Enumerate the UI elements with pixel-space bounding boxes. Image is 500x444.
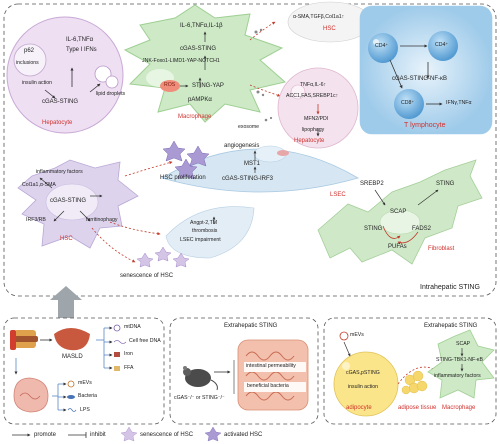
- legend-senescence: senescence of HSC: [140, 432, 194, 438]
- masld-title: MASLD: [62, 354, 83, 360]
- hsc-top-item: α-SMA,TGFβ,Col1a1↑: [293, 14, 345, 20]
- er-macrophage: Macrophage: [442, 405, 476, 411]
- extra-mid-box: [169, 317, 319, 425]
- er-mevs: mEVs: [350, 332, 364, 338]
- t-title: T lymphocyte: [404, 122, 446, 129]
- mac-sting-yap: STING-YAP: [192, 83, 224, 89]
- hep-title: Hepatocyte: [42, 120, 73, 126]
- extra-mid-bact: beneficial bacteria: [247, 383, 289, 389]
- hep-il6: IL-6,TNFα: [66, 37, 94, 43]
- ros-badge: [160, 80, 180, 92]
- hsc-irf3: IRF3/RB: [26, 217, 46, 223]
- t-cd4-left: CD4⁺: [375, 43, 389, 49]
- t-cd4-right: CD4⁺: [435, 42, 449, 48]
- hsc-senescence: senescence of HSC: [120, 273, 174, 279]
- hep2-acc: ACC1,FAS,SREBP1c↑: [286, 93, 339, 99]
- t-lymphocyte-panel: [359, 5, 493, 135]
- hsc-top-title: HSC: [323, 26, 336, 32]
- lsec-angio: angiogenesis: [224, 143, 260, 149]
- extra-mid-perm: intestinal permeability: [246, 363, 296, 369]
- intrahepatic-label: Intrahepatic STING: [420, 284, 480, 291]
- right-macrophage-cell: [427, 329, 495, 399]
- lsec-impair: LSEC impairment: [180, 237, 221, 243]
- masld-mevs: mEVs: [78, 380, 92, 386]
- t-pathway: cGAS-STING-NF-κB: [392, 76, 447, 82]
- hep-lipid: lipid droplets: [96, 91, 126, 97]
- upward-arrow: [50, 286, 82, 318]
- lsec-title: LSEC: [330, 192, 346, 198]
- fib-srebp2: SREBP2: [360, 181, 384, 187]
- lsec-thromb: thrombosis: [192, 228, 218, 234]
- legend-activated: activated HSC: [224, 432, 263, 438]
- hsc-proliferation: HSC proliferation: [160, 175, 206, 181]
- fib-sting-left: STING: [364, 226, 383, 232]
- fib-scap: SCAP: [390, 209, 407, 215]
- hep-p62: p62: [24, 48, 35, 54]
- er-cgas: cGAS,pSTING: [346, 370, 380, 376]
- hep2-lipophagy: lipophagy: [302, 127, 325, 133]
- legend-inhibit: inhibit: [90, 432, 106, 438]
- extra-mid-title: Extrahepatic STING: [224, 323, 278, 329]
- mac-pampk: pAMPKα: [188, 97, 212, 103]
- hsc-inflam: inflammatory factors: [36, 169, 83, 175]
- mac-jnk: JNK-Foxo1-LIMD1-YAP-NOTCH1: [142, 58, 220, 64]
- masld-mtdna: mtDNA: [124, 324, 141, 330]
- mac-exosome: exosome: [238, 124, 260, 130]
- t-cd8: CD8⁺: [401, 100, 415, 106]
- masld-bacteria: Bacteria: [78, 393, 98, 399]
- legend-promote: promote: [34, 432, 57, 438]
- er-scap: SCAP: [456, 341, 471, 347]
- adipose-tissue-icon: [401, 370, 428, 395]
- hep-ifn: Type I IFNs: [66, 47, 97, 53]
- hsc-col1a1: Col1a1,α-SMA: [22, 182, 56, 188]
- lsec-cgas: cGAS-STING-IRF3: [222, 176, 274, 182]
- masld-cfdna: Cell free DNA: [129, 338, 161, 344]
- fib-sting-right: STING: [436, 181, 455, 187]
- hep2-title: Hepatocyte: [294, 138, 325, 144]
- er-adipose: adipose tissue: [398, 405, 437, 411]
- lsec-mst1: MST1: [244, 161, 261, 167]
- fib-fads2: FADS2: [412, 226, 432, 232]
- intrahepatic-box: [3, 3, 497, 297]
- extra-right-title: Extrahepatic STING: [424, 323, 478, 329]
- hep2-mfn2: MFN2/PDI: [304, 116, 329, 122]
- er-adipocyte: adipocyte: [346, 405, 372, 411]
- fib-title: Fibroblast: [428, 246, 455, 252]
- legend-senescence-icon: [120, 426, 138, 442]
- hsc-proliferation-icons: [162, 140, 210, 180]
- masld-lps: LPS: [80, 407, 90, 413]
- hsc-top-cell: [287, 1, 373, 43]
- hep-inclusions: inclusions: [16, 60, 39, 66]
- er-inflam: inflammatory factors: [434, 373, 481, 379]
- masld-box: [3, 317, 165, 425]
- mac-ros: ROS: [164, 82, 176, 88]
- hep-insulin: insulin action: [22, 80, 52, 86]
- mac-il6: IL-6,TNFα,IL-1β: [180, 23, 223, 29]
- fib-pufas: PUFAs: [388, 244, 407, 250]
- t-ifn: IFNγ,TNFα: [446, 100, 472, 106]
- mac-title: Macrophage: [178, 114, 212, 120]
- legend-activated-icon: [204, 426, 222, 442]
- masld-iron: Iron: [124, 351, 133, 357]
- hep-cgas: cGAS-STING: [42, 99, 79, 105]
- hsc-ferritino: ferritinophagy: [86, 217, 118, 223]
- hsc-title: HSC: [60, 236, 73, 242]
- senescence-icons: [136, 246, 190, 268]
- mac-cgas: cGAS-STING: [180, 46, 217, 52]
- hep2-tnf: TNFα,IL-6↑: [300, 82, 327, 88]
- er-tbk1: STING-TBK1-NF-κB: [436, 357, 483, 363]
- hsc-cgas: cGAS-STING: [50, 198, 87, 204]
- hepatocyte-nucleus: [13, 43, 47, 77]
- lsec-cell: [160, 148, 360, 193]
- lsec-angpt: Angpt-2,TM: [190, 220, 218, 226]
- er-insulin: insulin action: [348, 384, 378, 390]
- extra-mid-mouse: cGAS⁻/⁻ or STING⁻/⁻: [174, 395, 225, 401]
- extra-right-box: [323, 317, 497, 425]
- masld-ffa: FFA: [124, 365, 134, 371]
